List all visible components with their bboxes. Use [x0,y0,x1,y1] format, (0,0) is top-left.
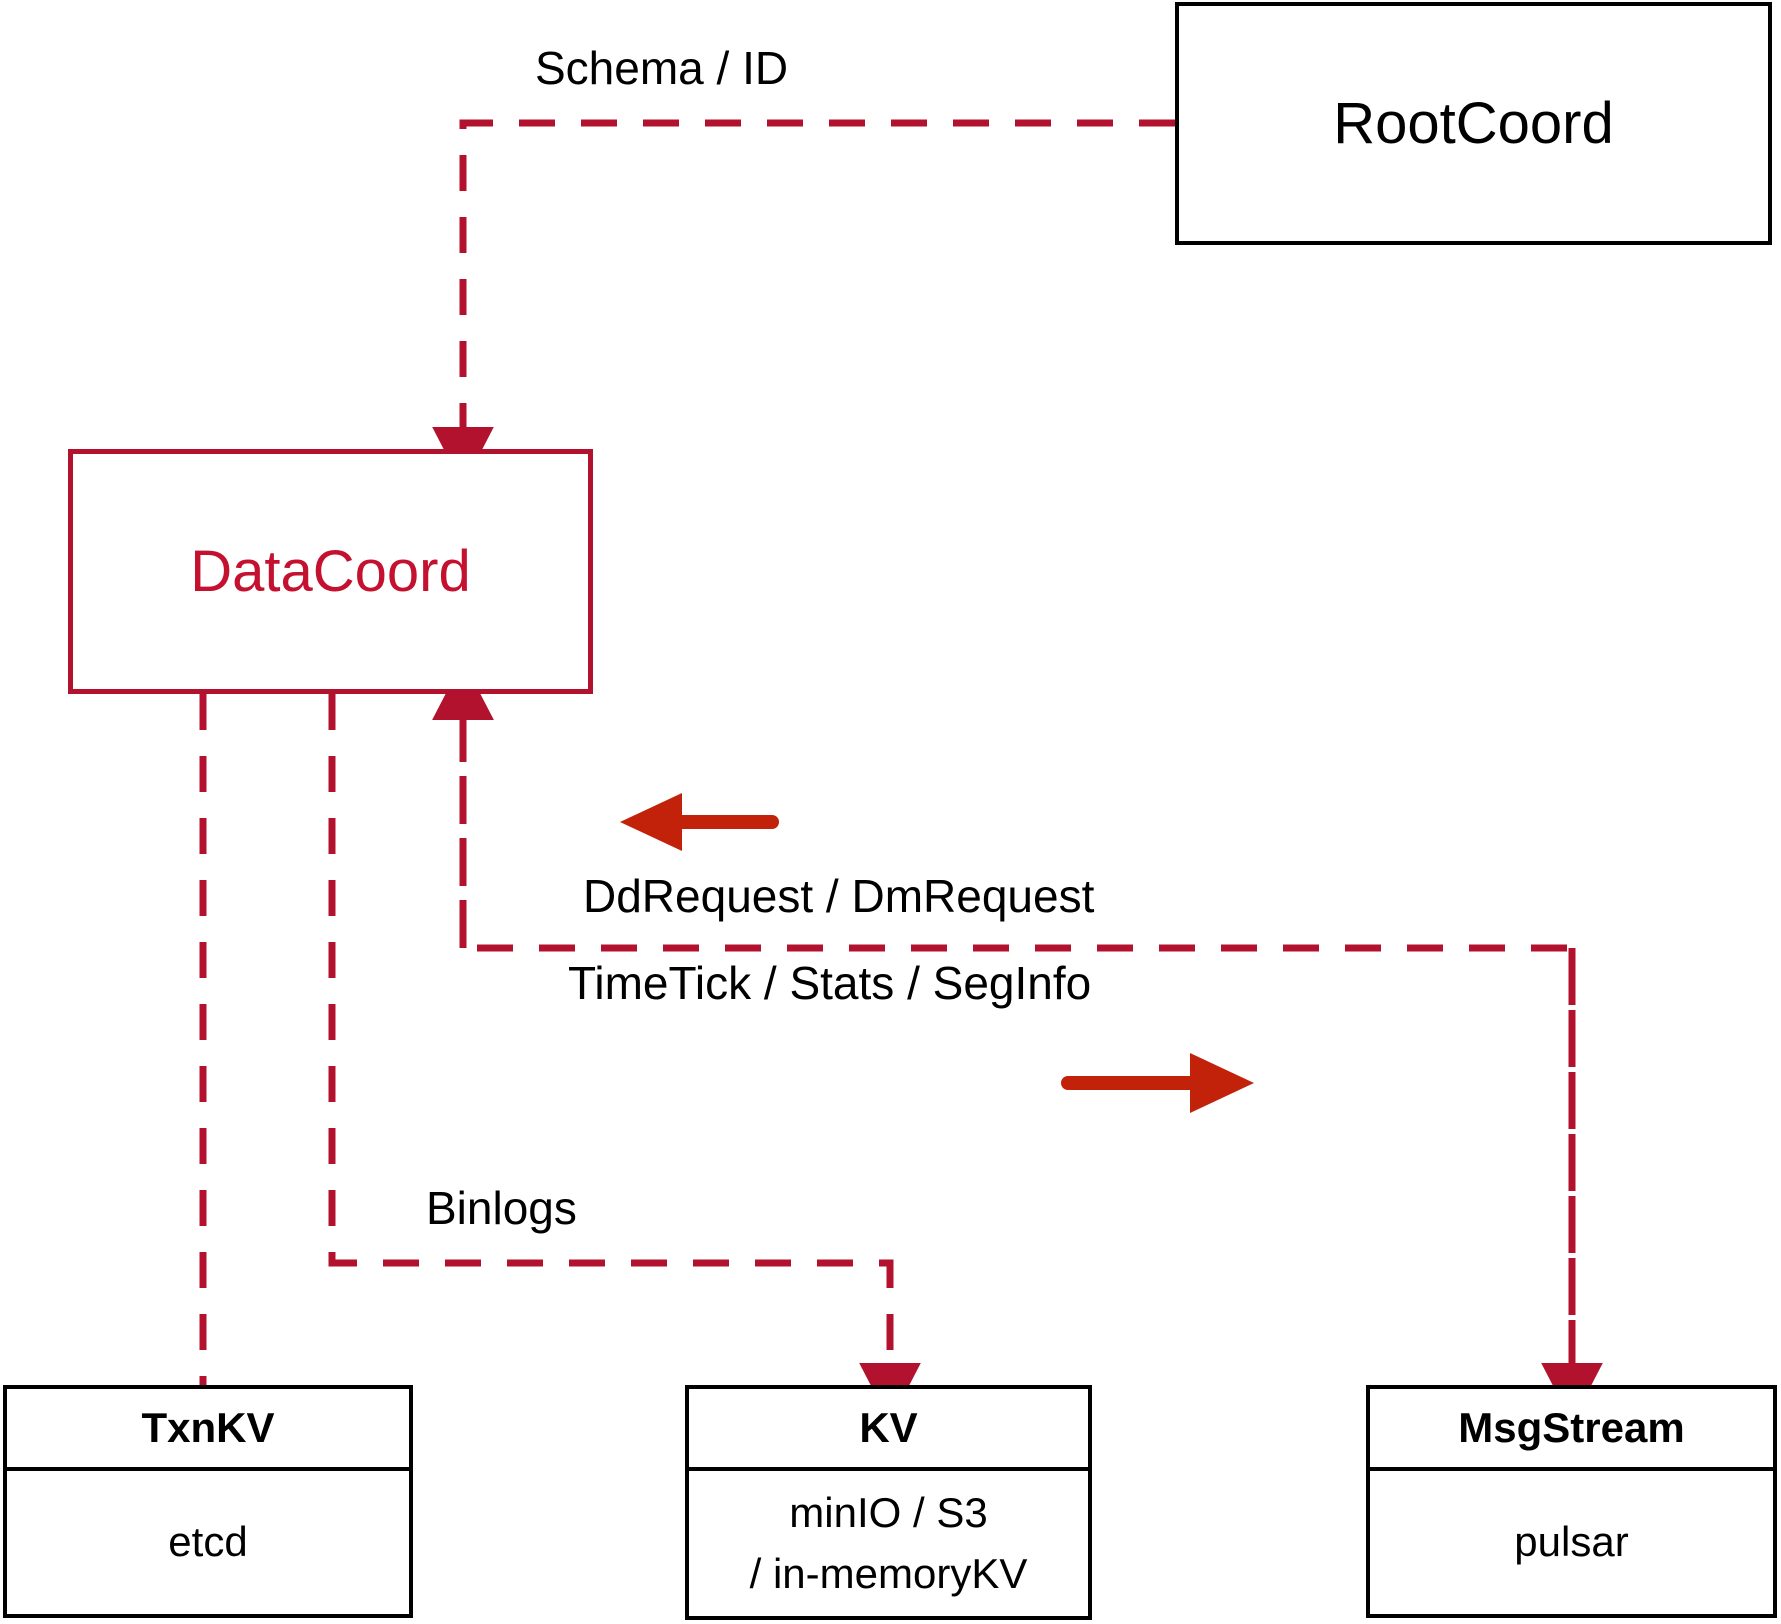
edge-binlogs [328,694,921,1423]
node-kv-title: KV [689,1389,1088,1471]
node-txnkv[interactable]: TxnKV etcd [3,1385,413,1618]
edge-label-schema-id: Schema / ID [535,42,789,94]
edge-label-binlogs: Binlogs [426,1182,577,1234]
direction-arrow-right-icon [1061,1053,1254,1113]
node-rootcoord[interactable]: RootCoord [1175,2,1772,245]
node-txnkv-title: TxnKV [7,1389,409,1471]
node-datacoord-label: DataCoord [190,538,471,604]
node-kv-impl-line1: minIO / S3 [789,1488,988,1536]
edge-label-ddrequest-dmrequest: DdRequest / DmRequest [583,870,1095,922]
node-msgstream-body: pulsar [1370,1471,1773,1614]
node-datacoord[interactable]: DataCoord [68,449,593,694]
node-rootcoord-label: RootCoord [1333,90,1614,156]
node-kv-impl-line2: / in-memoryKV [749,1549,1028,1597]
edge-label-timetick-stats-seginfo: TimeTick / Stats / SegInfo [568,957,1092,1009]
edge-schema-id [432,119,1175,487]
node-msgstream-impl-line1: pulsar [1514,1518,1629,1566]
edge-msgstream-datacoord [432,660,1603,1423]
node-txnkv-impl-line1: etcd [168,1518,248,1566]
node-txnkv-body: etcd [7,1471,409,1614]
node-kv-body: minIO / S3 / in-memoryKV [689,1471,1088,1616]
node-msgstream-title: MsgStream [1370,1389,1773,1471]
node-msgstream[interactable]: MsgStream pulsar [1366,1385,1777,1618]
direction-arrow-left-icon [620,793,779,851]
node-kv[interactable]: KV minIO / S3 / in-memoryKV [685,1385,1092,1620]
